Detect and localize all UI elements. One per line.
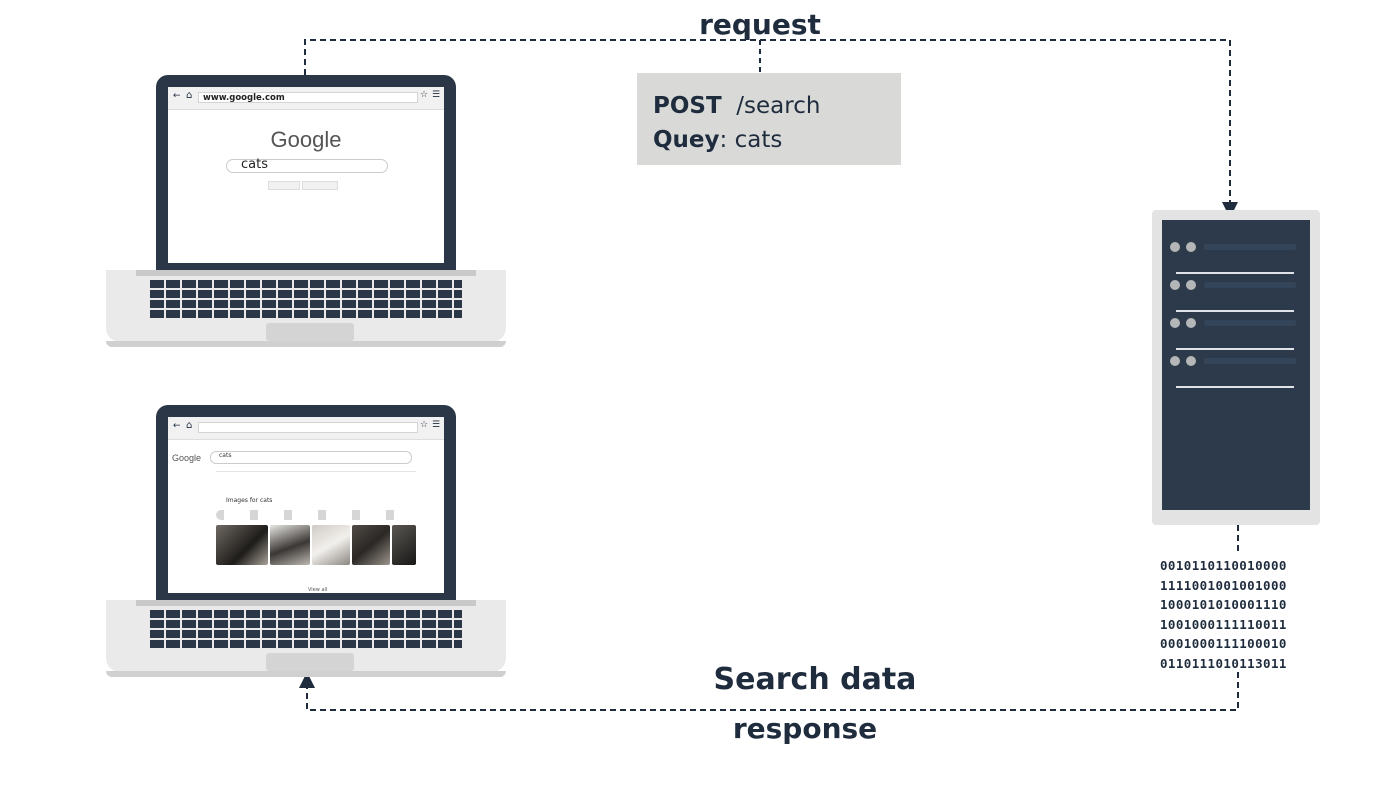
server-led xyxy=(1186,242,1196,252)
results-search-value: cats xyxy=(219,452,232,459)
server-divider xyxy=(1176,272,1294,274)
back-icon[interactable]: ← xyxy=(173,91,181,101)
cat-image-1[interactable] xyxy=(216,525,268,565)
browser-toolbar: ← ⌂ www.google.com ☆ ☰ xyxy=(168,87,444,110)
server-led xyxy=(1170,280,1180,290)
server-slot-bar xyxy=(1204,244,1296,250)
filter-chips xyxy=(216,510,406,520)
server-slot-bar xyxy=(1204,358,1296,364)
browser-toolbar: ← ⌂ ☆ ☰ xyxy=(168,417,444,440)
request-method: POST xyxy=(653,93,722,119)
touchpad xyxy=(266,323,354,341)
search-data-label: Search data xyxy=(713,662,917,697)
laptop-lid: ← ⌂ www.google.com ☆ ☰ Google cats xyxy=(156,75,456,270)
server-divider xyxy=(1176,310,1294,312)
cat-image-3[interactable] xyxy=(312,525,350,565)
results-search-box[interactable]: cats xyxy=(210,451,412,464)
laptop-bottom: ← ⌂ ☆ ☰ Google cats Images for cats View… xyxy=(106,405,506,680)
binary-data: 0010110110010000 1111001001001000 100010… xyxy=(1160,556,1310,673)
search-box[interactable]: cats xyxy=(226,157,388,173)
view-all-link[interactable]: View all xyxy=(308,587,328,593)
binary-line: 0110111010113011 xyxy=(1160,655,1287,671)
server-led xyxy=(1186,318,1196,328)
server-slot-bar xyxy=(1204,320,1296,326)
cat-image-2[interactable] xyxy=(270,525,310,565)
server-led xyxy=(1170,318,1180,328)
images-heading: Images for cats xyxy=(226,497,273,504)
request-path: /search xyxy=(736,93,821,119)
search-box-value: cats xyxy=(241,157,268,172)
laptop-hinge xyxy=(136,600,476,606)
keyboard-rows xyxy=(150,280,462,318)
touchpad xyxy=(266,653,354,671)
server-led xyxy=(1186,356,1196,366)
google-logo-small: Google xyxy=(172,453,202,463)
laptop-screen: ← ⌂ ☆ ☰ Google cats Images for cats View… xyxy=(168,417,444,593)
query-line: Quey: cats xyxy=(653,127,783,153)
binary-line: 0001000111100010 xyxy=(1160,636,1287,651)
server-slot-bar xyxy=(1204,282,1296,288)
server-led xyxy=(1186,280,1196,290)
keyboard-rows xyxy=(150,610,462,648)
query-value: cats xyxy=(734,127,783,153)
laptop-edge xyxy=(106,341,506,347)
address-bar[interactable]: www.google.com xyxy=(198,92,418,103)
result-tabs xyxy=(216,471,416,472)
server-led xyxy=(1170,242,1180,252)
menu-icon[interactable]: ☰ xyxy=(432,420,441,430)
laptop-lid: ← ⌂ ☆ ☰ Google cats Images for cats View… xyxy=(156,405,456,600)
laptop-screen: ← ⌂ www.google.com ☆ ☰ Google cats xyxy=(168,87,444,263)
server-divider xyxy=(1176,386,1294,388)
request-label: request xyxy=(699,8,821,41)
server-rack xyxy=(1162,220,1310,510)
binary-line: 1000101010001110 xyxy=(1160,597,1287,612)
star-icon[interactable]: ☆ xyxy=(420,90,429,100)
cat-image-5[interactable] xyxy=(392,525,416,565)
address-bar[interactable] xyxy=(198,422,418,433)
google-logo: Google xyxy=(270,127,342,152)
cat-image-4[interactable] xyxy=(352,525,390,565)
request-arrow xyxy=(304,39,1238,218)
laptop-edge xyxy=(106,671,506,677)
laptop-hinge xyxy=(136,270,476,276)
binary-line: 1111001001001000 xyxy=(1160,577,1287,593)
laptop-top: ← ⌂ www.google.com ☆ ☰ Google cats xyxy=(106,75,506,350)
request-box: POST /search Quey: cats xyxy=(637,73,901,165)
response-arrow xyxy=(307,525,1239,711)
server-led xyxy=(1170,356,1180,366)
home-icon[interactable]: ⌂ xyxy=(186,90,193,101)
lucky-button[interactable] xyxy=(302,181,338,190)
server-divider xyxy=(1176,348,1294,350)
server xyxy=(1152,210,1320,525)
response-label: response xyxy=(732,712,878,745)
search-button[interactable] xyxy=(268,181,300,190)
binary-line: 0010110110010000 xyxy=(1160,558,1287,573)
request-line: POST /search xyxy=(653,89,901,123)
home-icon[interactable]: ⌂ xyxy=(186,420,193,431)
back-icon[interactable]: ← xyxy=(173,421,181,431)
menu-icon[interactable]: ☰ xyxy=(432,90,441,100)
query-label: Quey xyxy=(653,127,720,153)
binary-line: 1001000111110011 xyxy=(1160,616,1287,632)
star-icon[interactable]: ☆ xyxy=(420,420,429,430)
